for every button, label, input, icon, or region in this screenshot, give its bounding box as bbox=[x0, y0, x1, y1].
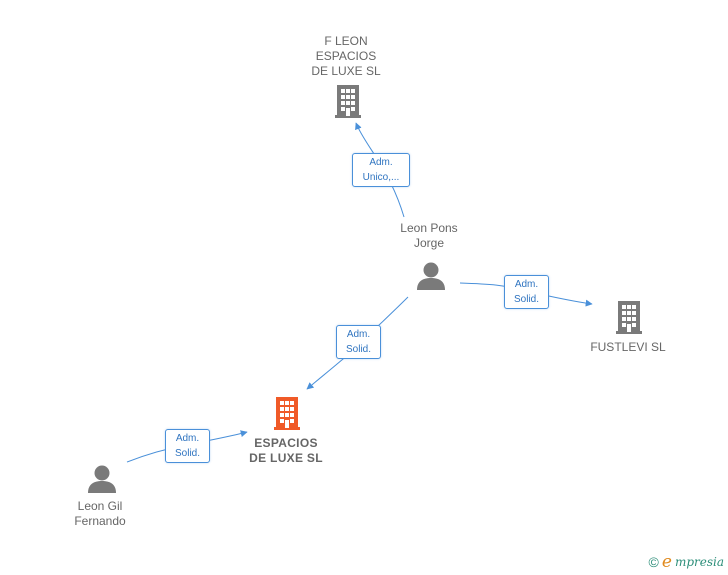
edge-label-pons-to-espacios[interactable]: Adm. Solid. bbox=[336, 325, 381, 359]
edge-label-pons-to-fustlevi[interactable]: Adm. Solid. bbox=[504, 275, 549, 309]
node-label-fustlevi[interactable]: FUSTLEVI SL bbox=[590, 340, 666, 354]
edge-label-pons-to-fleon[interactable]: Adm. Unico,... bbox=[352, 153, 410, 187]
node-label-espacios[interactable]: ESPACIOS DE LUXE SL bbox=[249, 436, 323, 465]
person-icon[interactable] bbox=[88, 465, 116, 494]
node-label-leon-pons[interactable]: Leon Pons Jorge bbox=[400, 221, 458, 250]
building-icon[interactable] bbox=[335, 85, 361, 118]
main-building-icon[interactable] bbox=[274, 397, 300, 430]
node-label-f-leon[interactable]: F LEON ESPACIOS DE LUXE SL bbox=[311, 34, 381, 78]
building-icon[interactable] bbox=[616, 301, 642, 334]
person-icon[interactable] bbox=[417, 262, 445, 291]
brand-logo-text: mpresia bbox=[674, 555, 724, 569]
brand-logo-initial: e bbox=[661, 552, 672, 572]
node-label-leon-gil[interactable]: Leon Gil Fernando bbox=[74, 499, 126, 528]
edge-label-gil-to-espacios[interactable]: Adm. Solid. bbox=[165, 429, 210, 463]
copyright-icon: © bbox=[648, 554, 659, 570]
